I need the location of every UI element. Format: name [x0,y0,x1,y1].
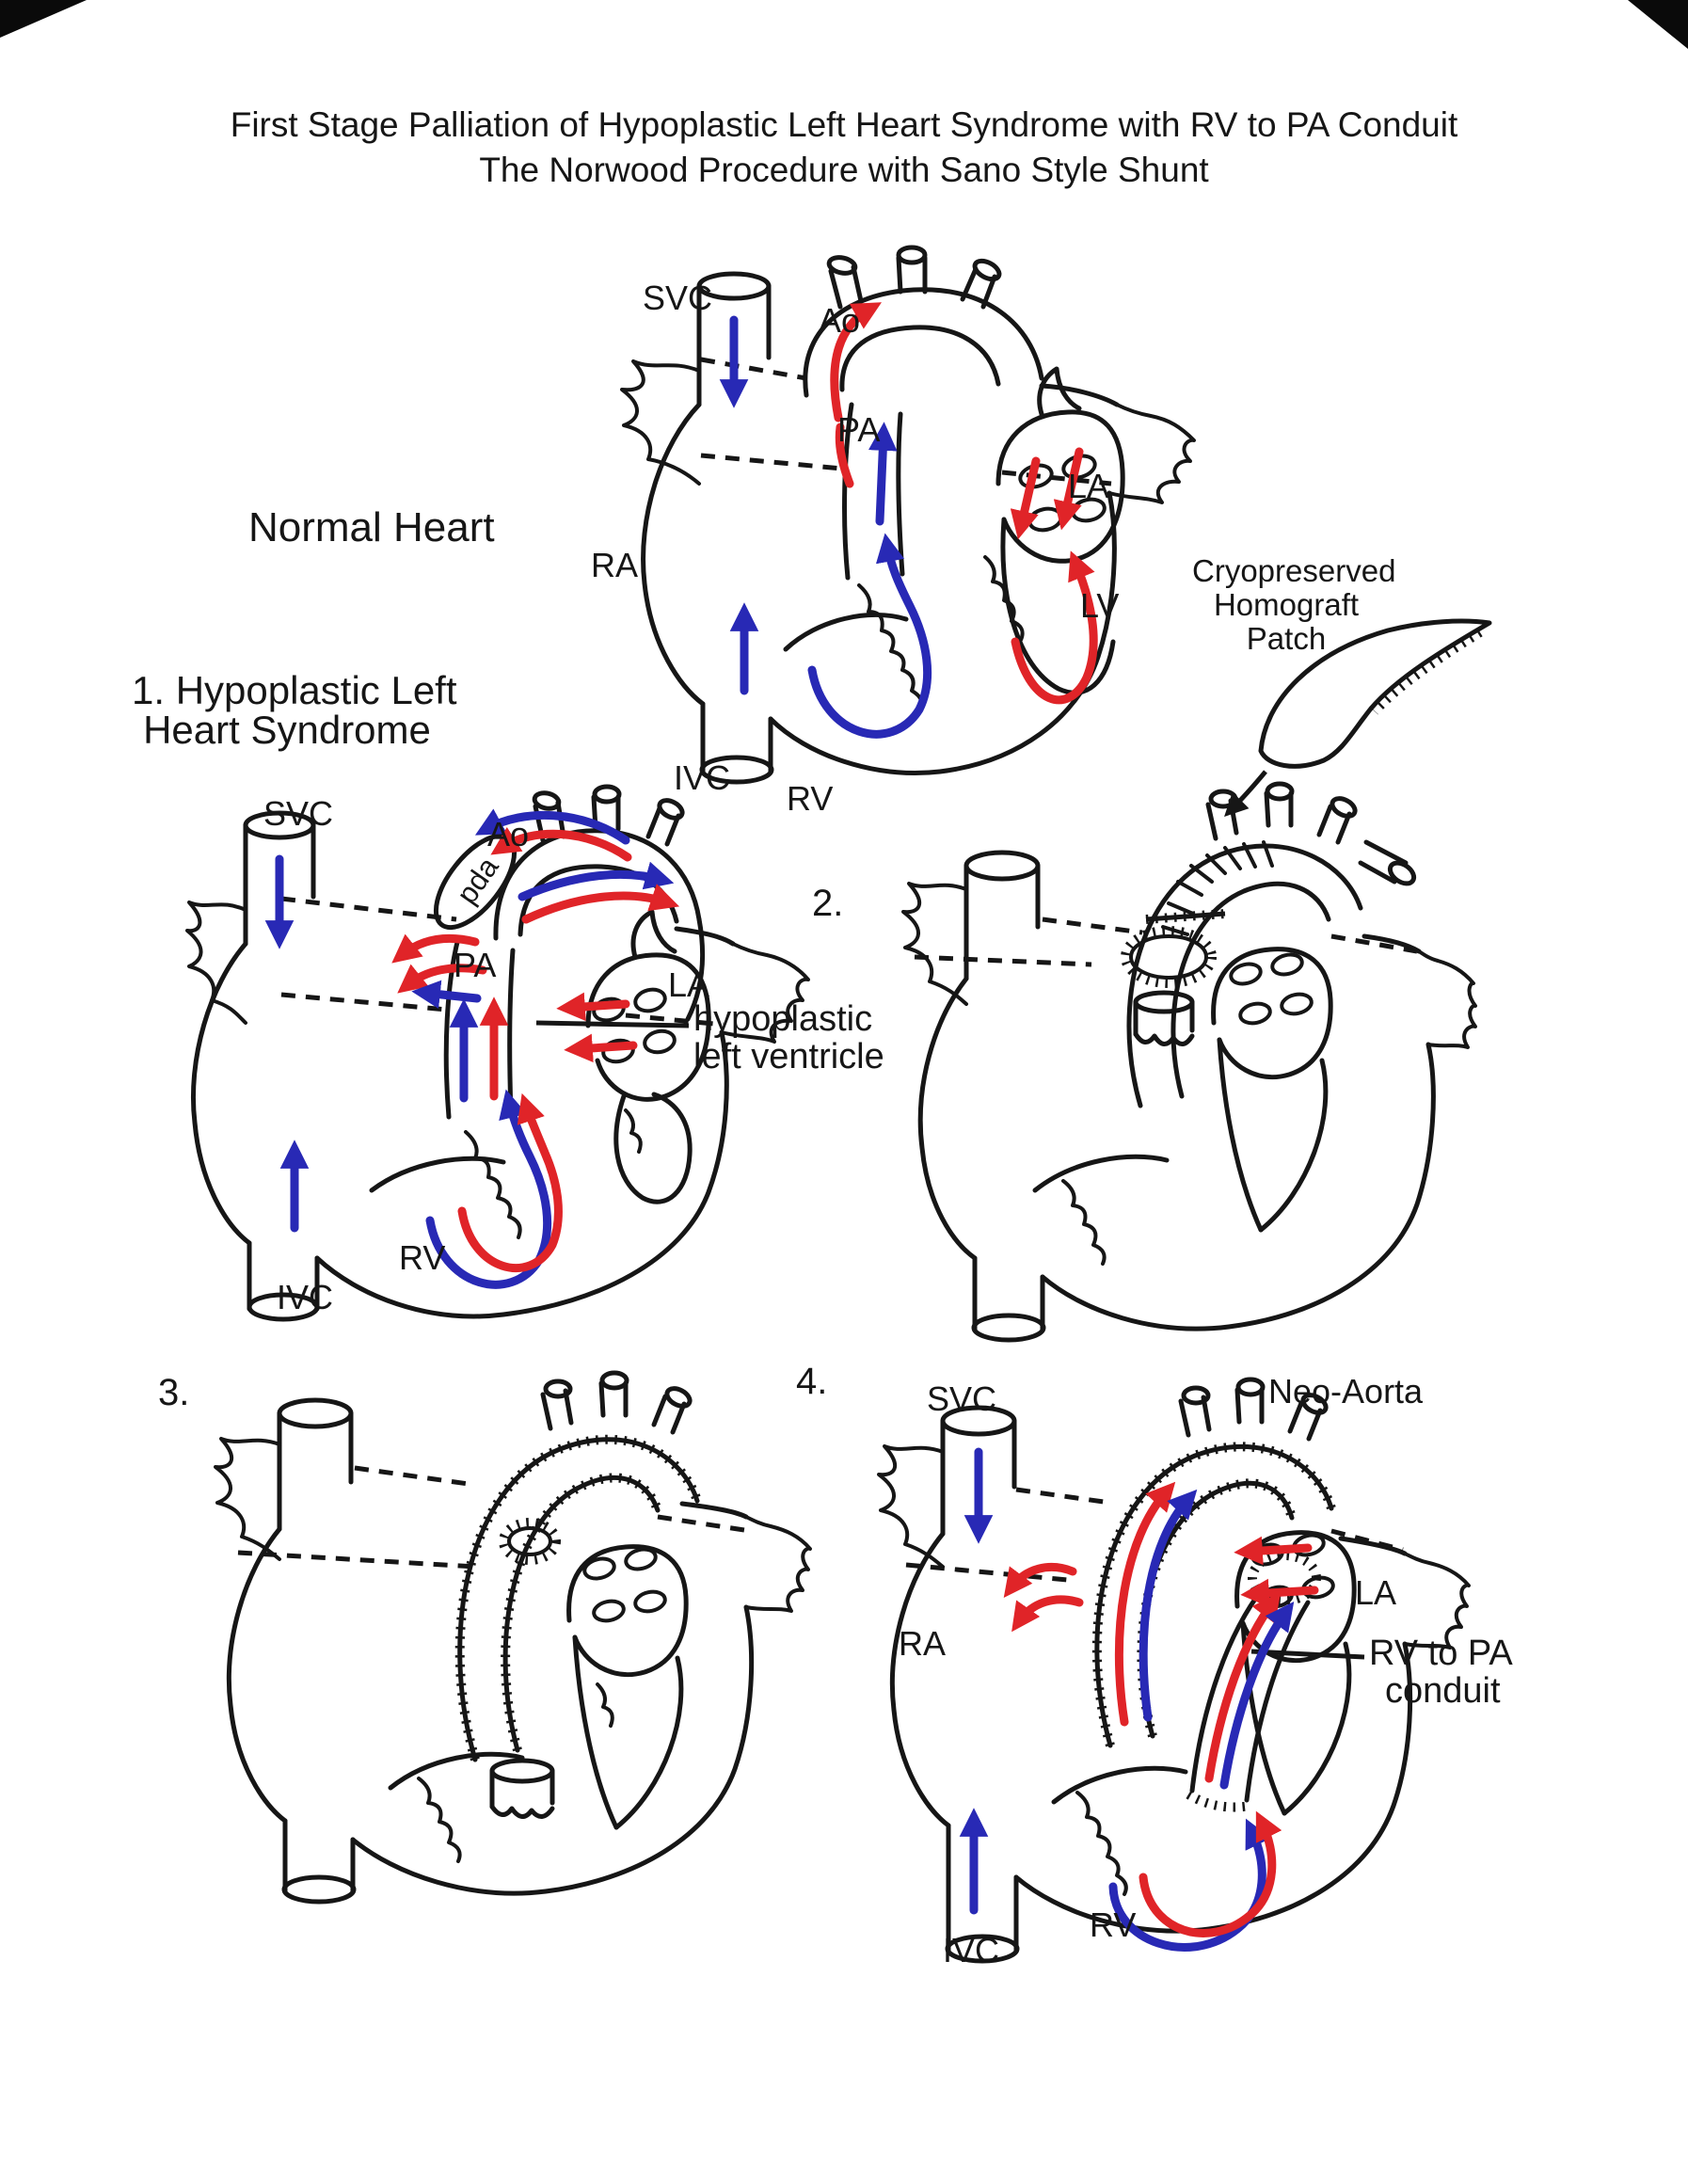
page-title-line2: The Norwood Procedure with Sano Style Sh… [479,151,1209,189]
step4-ra-label: RA [899,1624,947,1663]
normal-rv-label: RV [787,779,834,818]
normal-lv-label: LV [1080,586,1120,625]
step3-heart-drawing [214,1370,812,1905]
hlhs-pa-label: PA [454,946,497,984]
hlhs-caption-line2: Heart Syndrome [143,708,431,752]
hlhs-annotation-line1: hypoplastic [693,999,873,1039]
cryo-annotation-line3: Patch [1246,621,1327,656]
scan-artifact-top-right [1628,0,1688,49]
step4-ivc-label: IVC [943,1931,1000,1969]
step4-neo-aorta-label: Neo-Aorta [1268,1372,1424,1411]
step2-heart-drawing [901,781,1477,1343]
cryo-annotation-line2: Homograft [1213,587,1360,622]
step4-annotation-line2: conduit [1385,1671,1501,1711]
normal-la-label: LA [1068,467,1110,505]
step4-heart-drawing [877,1377,1471,1964]
step4-la-label: LA [1355,1573,1397,1612]
hlhs-la-label: LA [668,965,710,1004]
hlhs-caption-line1: 1. Hypoplastic Left [132,668,457,712]
cryo-annotation-line1: Cryopreserved [1192,553,1396,588]
hlhs-ao-label: Ao [487,815,530,853]
page-title-line1: First Stage Palliation of Hypoplastic Le… [230,105,1458,144]
normal-ivc-label: IVC [674,758,731,797]
step4-rv-label: RV [1090,1905,1137,1944]
step4-number: 4. [796,1361,828,1402]
hlhs-ivc-label: IVC [277,1278,334,1316]
normal-svc-label: SVC [643,279,713,317]
normal-ao-label: Ao [819,301,861,340]
normal-heart-caption: Normal Heart [248,504,495,550]
scan-artifact-top-left [0,0,87,38]
step4-annotation-line1: RV to PA [1369,1634,1513,1673]
step3-number: 3. [158,1372,190,1413]
homograft-patch-drawing [1224,618,1492,817]
hlhs-svc-label: SVC [263,794,334,833]
step4-svc-label: SVC [927,1379,997,1418]
normal-heart-drawing [620,245,1196,785]
normal-ra-label: RA [591,546,639,584]
hlhs-heart-drawing [185,784,810,1322]
normal-pa-label: PA [837,410,881,449]
step2-number: 2. [812,883,844,924]
hlhs-rv-label: RV [399,1238,446,1277]
hlhs-annotation-line2: left ventricle [693,1037,884,1076]
